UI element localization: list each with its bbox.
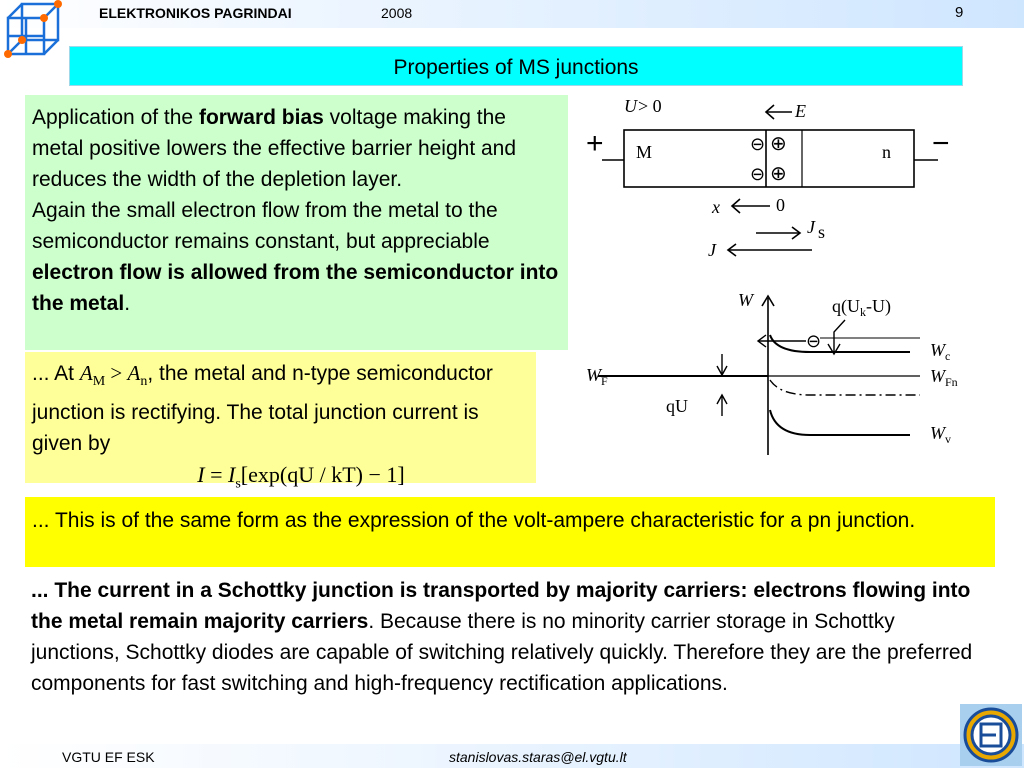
footer-email: stanislovas.staras@el.vgtu.lt xyxy=(449,749,627,765)
text: Again the small electron flow from the m… xyxy=(32,199,498,253)
conduction-band xyxy=(769,334,910,353)
subscript: n xyxy=(140,374,148,390)
eq-symbol: [exp(qU / kT) − 1] xyxy=(240,462,405,488)
course-title: ELEKTRONIKOS PAGRINDAI xyxy=(99,5,292,21)
eq-symbol: = xyxy=(204,462,229,488)
wfn-label: WFn xyxy=(930,366,958,389)
text: . Because there is no minority carrier s… xyxy=(31,610,973,695)
electron-charge-icon: ⊖ xyxy=(750,134,765,154)
forward-bias-box: Application of the forward bias voltage … xyxy=(25,95,568,350)
electron-arrow xyxy=(756,334,806,348)
x-axis-arrow xyxy=(730,198,770,214)
bold-text: forward bias xyxy=(198,106,324,129)
eq-subscript: s xyxy=(235,476,241,492)
n-label: n xyxy=(882,142,891,162)
minus-terminal: − xyxy=(932,127,950,160)
junction-block xyxy=(623,129,915,188)
js-label: J xyxy=(807,217,816,237)
symbol: A xyxy=(127,361,141,385)
wf-label: WF xyxy=(586,365,608,388)
eq-symbol: I xyxy=(228,462,236,488)
page-number: 9 xyxy=(955,4,964,21)
x-label: x xyxy=(711,197,720,217)
footer-institution: VGTU EF ESK xyxy=(62,749,155,765)
wv-main: W xyxy=(930,423,947,443)
wf-sub: F xyxy=(601,374,608,388)
slide-title: Properties of MS junctions xyxy=(393,56,639,79)
wv-sub: v xyxy=(945,432,951,446)
header-year: 2008 xyxy=(381,5,413,21)
rectifying-box: ... At AM > An, the metal and n-type sem… xyxy=(25,352,536,492)
text: Application of the xyxy=(32,106,199,129)
electron-icon: ⊖ xyxy=(806,331,821,351)
wv-label: Wv xyxy=(930,423,951,446)
metal-label: M xyxy=(636,142,652,162)
barrier-label-sub: k xyxy=(860,305,866,319)
bold-text: ... The current in a Schottky junction i… xyxy=(31,579,971,633)
text: ... At xyxy=(32,362,80,385)
subscript: M xyxy=(92,374,106,390)
qu-label: qU xyxy=(666,396,688,416)
barrier-label-main: q(U xyxy=(832,296,860,317)
js-arrow xyxy=(756,226,802,240)
text: , the metal and n-type semiconductor jun… xyxy=(32,362,493,456)
semiconductor-fermi-level xyxy=(769,379,920,396)
header-bar: ELEKTRONIKOS PAGRINDAI 2008 9 xyxy=(0,0,1024,28)
pn-junction-box: ... This is of the same form as the expr… xyxy=(25,497,995,567)
eq-symbol: I xyxy=(197,462,205,488)
js-subscript: s xyxy=(818,222,825,242)
wfn-main: W xyxy=(930,366,947,386)
donor-charge-icon: ⊕ xyxy=(770,133,787,155)
text: voltage making the metal positive lowers… xyxy=(32,106,517,191)
wc-main: W xyxy=(930,340,947,360)
qu-arrows xyxy=(716,354,728,416)
wf-main: W xyxy=(586,365,603,385)
footer-bar: VGTU EF ESK stanislovas.staras@el.vgtu.l… xyxy=(0,744,1024,768)
u-label: U xyxy=(624,96,638,116)
barrier-label-end: -U) xyxy=(866,296,891,317)
u-condition: > 0 xyxy=(638,96,662,116)
barrier-arrow xyxy=(827,319,846,356)
ef-logo-icon xyxy=(960,704,1022,766)
e-field-arrow xyxy=(764,104,792,120)
symbol: > xyxy=(105,361,128,385)
donor-charge-icon: ⊕ xyxy=(770,163,787,185)
text: . xyxy=(124,292,131,315)
electron-charge-icon: ⊖ xyxy=(750,164,765,184)
symbol: A xyxy=(79,361,93,385)
wc-sub: c xyxy=(945,349,950,363)
text: ... This is of the same form as the expr… xyxy=(32,509,916,532)
slide-title-bar: Properties of MS junctions xyxy=(69,46,963,86)
wc-label: Wc xyxy=(930,340,950,363)
j-label: J xyxy=(708,240,717,260)
cube-logo-icon xyxy=(4,0,62,58)
j-arrow xyxy=(726,243,812,257)
plus-terminal: + xyxy=(586,127,604,160)
e-label: E xyxy=(794,101,806,121)
barrier-label: q(Uk-U) xyxy=(832,296,891,319)
w-axis-label: W xyxy=(738,290,755,310)
bold-text: electron flow is allowed from the semico… xyxy=(32,261,559,315)
ms-junction-diagram: U > 0 E + − M n ⊖ ⊖ ⊕ ⊕ x 0 J s J W q(Uk… xyxy=(586,96,958,455)
valence-band xyxy=(769,409,910,436)
zero-label: 0 xyxy=(776,195,785,215)
schottky-paragraph: ... The current in a Schottky junction i… xyxy=(31,575,981,699)
current-equation: I = Is[exp(qU / kT) − 1] xyxy=(72,459,530,499)
wfn-sub: Fn xyxy=(945,375,958,389)
